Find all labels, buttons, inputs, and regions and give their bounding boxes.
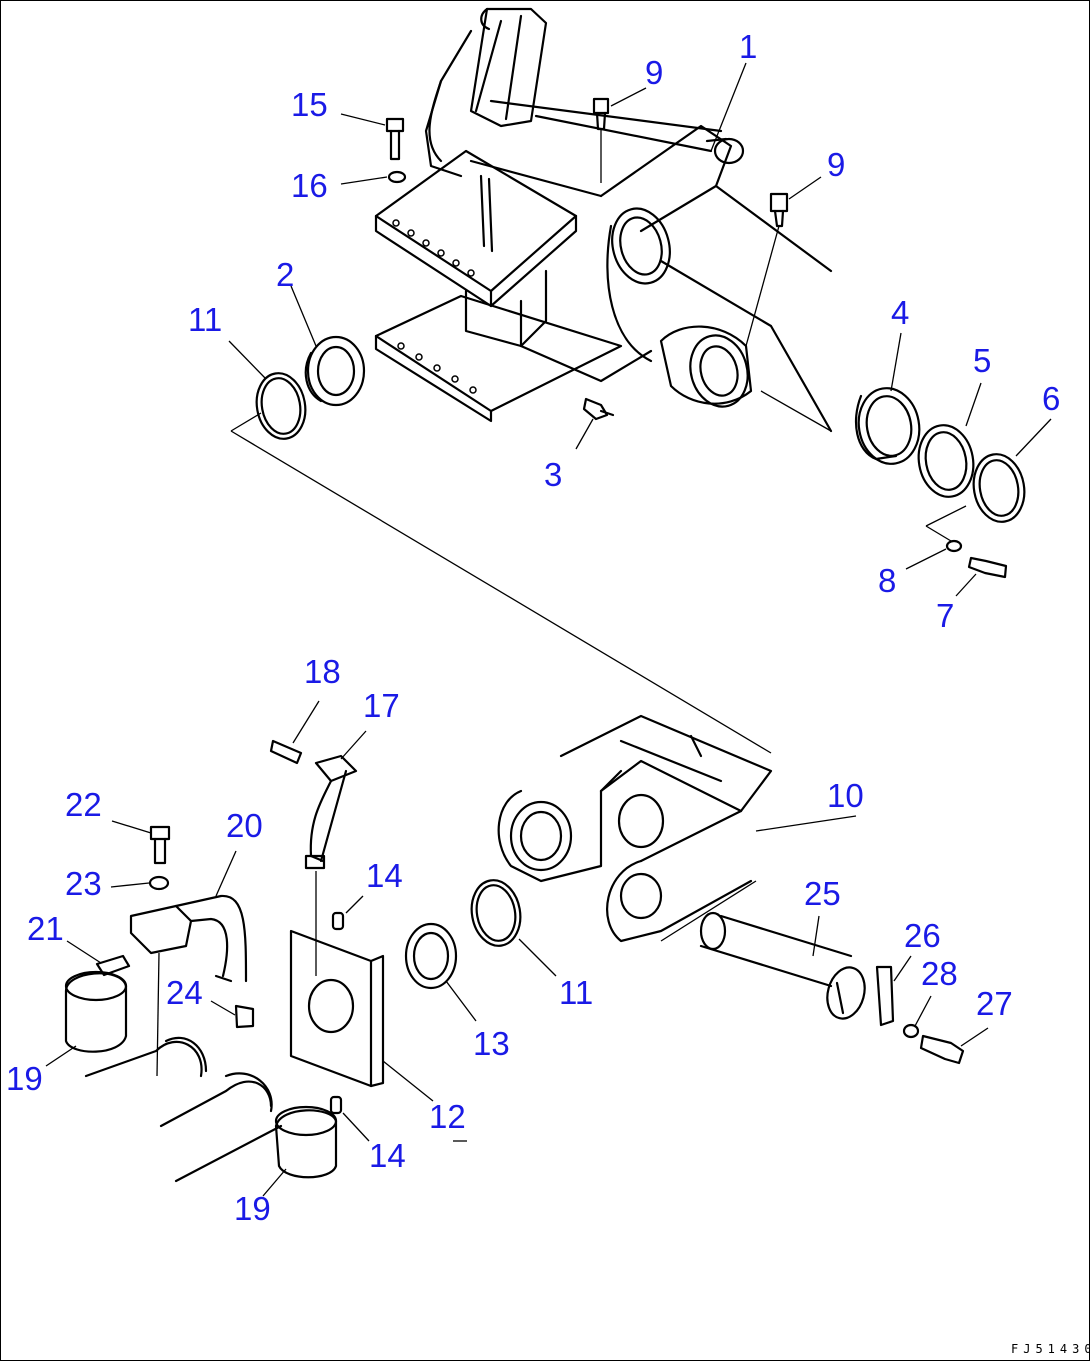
flange-ring-part-5	[917, 424, 975, 498]
callout-19-left: 19	[6, 1060, 43, 1097]
callout-labels: 1 2 3 4 5 6 7 8 9 9 10 11 11 12 13 14 14	[6, 28, 1060, 1227]
seal-ring-part-6	[972, 453, 1026, 523]
washer-part-23	[148, 875, 170, 891]
callout-12: 12	[429, 1098, 466, 1135]
callout-24: 24	[166, 974, 203, 1011]
main-frame-part	[374, 7, 833, 433]
callout-27: 27	[976, 985, 1013, 1022]
callout-17: 17	[363, 687, 400, 724]
callout-11-upper: 11	[188, 301, 222, 338]
plate-part-12	[289, 929, 385, 1088]
callout-13: 13	[473, 1025, 510, 1062]
bolt-part-27	[919, 1034, 965, 1065]
callout-22: 22	[65, 786, 102, 823]
callout-15: 15	[291, 86, 328, 123]
grease-fitting-part-3	[582, 397, 615, 421]
callout-19-lower: 19	[234, 1190, 271, 1227]
cap-part-19b	[274, 1105, 338, 1179]
callout-9-upper: 9	[645, 54, 663, 91]
bushing-part-2	[304, 335, 366, 407]
callout-28: 28	[921, 955, 958, 992]
grease-fitting-part-9a	[592, 97, 610, 183]
washer-part-8	[945, 539, 963, 553]
pin-part-25	[699, 911, 866, 1020]
fitting-part-24	[234, 1004, 255, 1029]
callout-16: 16	[291, 167, 328, 204]
callout-7: 7	[936, 597, 954, 634]
bolt-part-15	[385, 117, 405, 161]
callout-8: 8	[878, 562, 896, 599]
washer-part-28	[902, 1023, 920, 1039]
callout-4: 4	[891, 294, 909, 331]
callout-14-upper: 14	[366, 857, 403, 894]
seal-ring-part-11b	[470, 879, 522, 947]
callout-10: 10	[827, 777, 864, 814]
cap-part-19a	[64, 970, 128, 1053]
callout-2: 2	[276, 256, 294, 293]
callout-1: 1	[739, 28, 757, 65]
callout-23: 23	[65, 865, 102, 902]
fitting-part-18	[269, 739, 303, 765]
bolt-part-7	[967, 556, 1008, 579]
drawing-code: FJ51430	[1011, 1342, 1089, 1356]
callout-25: 25	[804, 875, 841, 912]
callout-26: 26	[904, 917, 941, 954]
callout-20: 20	[226, 807, 263, 844]
block-part-17	[304, 754, 358, 976]
lock-plate-part-26	[875, 965, 895, 1027]
dowel-part-14b	[329, 1095, 343, 1115]
callout-5: 5	[973, 342, 991, 379]
dowel-part-14a	[331, 911, 345, 931]
bolt-part-22	[149, 825, 171, 865]
callout-14-lower: 14	[369, 1137, 406, 1174]
tube-bracket-part-20	[129, 894, 248, 983]
lower-frame-outline	[84, 1036, 283, 1183]
washer-part-16	[387, 170, 407, 184]
seal-ring-part-11a	[255, 372, 307, 440]
grease-fitting-part-9b	[745, 192, 789, 347]
bushing-part-13	[404, 922, 458, 990]
callout-3: 3	[544, 456, 562, 493]
callout-6: 6	[1042, 380, 1060, 417]
callout-21: 21	[27, 910, 64, 947]
callout-18: 18	[304, 653, 341, 690]
cover-part-4	[854, 387, 921, 465]
callout-9-right: 9	[827, 146, 845, 183]
equalizer-bracket-part-10	[497, 714, 773, 943]
callout-11-lower: 11	[559, 974, 593, 1011]
